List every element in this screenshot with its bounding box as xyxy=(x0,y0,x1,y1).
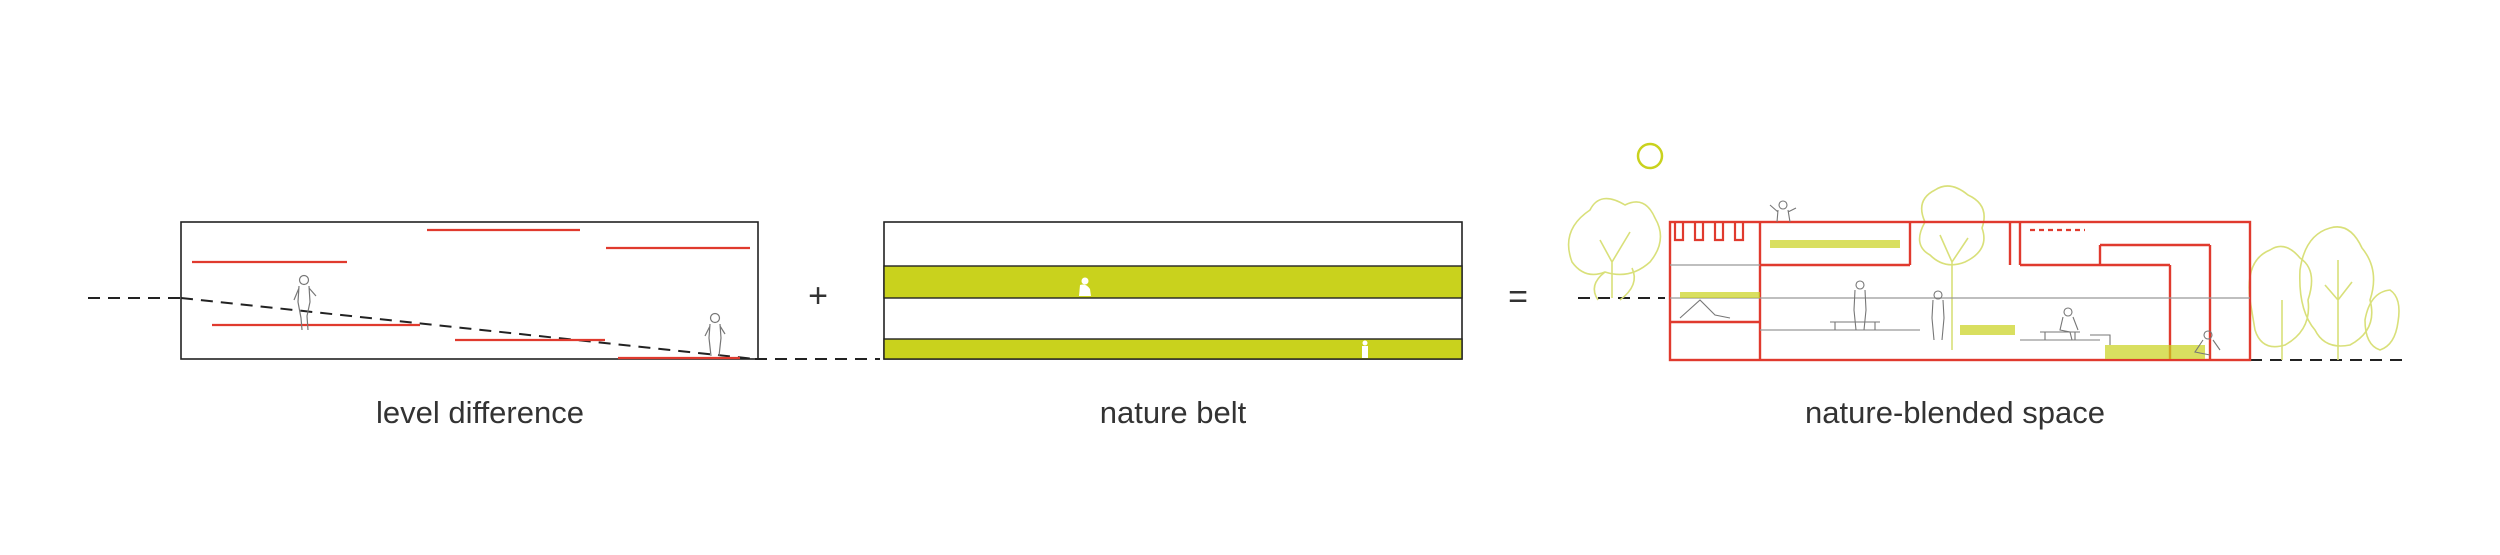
tree-icon xyxy=(2364,289,2400,351)
person-icon xyxy=(293,274,317,331)
person-icon xyxy=(1853,280,1867,331)
person-icon xyxy=(2059,307,2079,341)
person-icon xyxy=(1769,200,1797,223)
nature-belt-panel xyxy=(883,221,1463,360)
building-outline xyxy=(1668,220,2252,362)
tree-icon xyxy=(2298,226,2375,360)
tree-icon xyxy=(1567,197,1662,301)
table-icon xyxy=(1830,321,2111,345)
roof-railing xyxy=(1673,222,2085,242)
tree-icon xyxy=(2248,245,2313,360)
level-difference-panel xyxy=(88,221,880,360)
person-icon xyxy=(704,312,726,357)
lounger-icon xyxy=(1679,299,1731,319)
caption-level-difference: level difference xyxy=(376,395,584,430)
nature-belt-upper xyxy=(883,265,1463,299)
plus-operator: + xyxy=(808,277,828,315)
floor-lines xyxy=(1670,264,2250,341)
planting xyxy=(1680,240,2205,359)
nature-belt-lower xyxy=(883,338,1463,360)
person-icon xyxy=(1362,340,1368,358)
caption-nature-belt: nature belt xyxy=(1099,395,1247,430)
person-icon xyxy=(1079,277,1091,296)
nature-blended-panel xyxy=(1567,142,2405,362)
person-icon xyxy=(1931,290,1945,341)
person-icon xyxy=(2194,330,2221,356)
tree-icon xyxy=(1918,185,1985,350)
slope-line xyxy=(180,297,756,360)
equals-operator: = xyxy=(1508,278,1528,316)
sun-icon xyxy=(1636,142,1664,170)
level-frame xyxy=(180,221,759,360)
caption-nature-blended-space: nature-blended space xyxy=(1805,395,2105,430)
